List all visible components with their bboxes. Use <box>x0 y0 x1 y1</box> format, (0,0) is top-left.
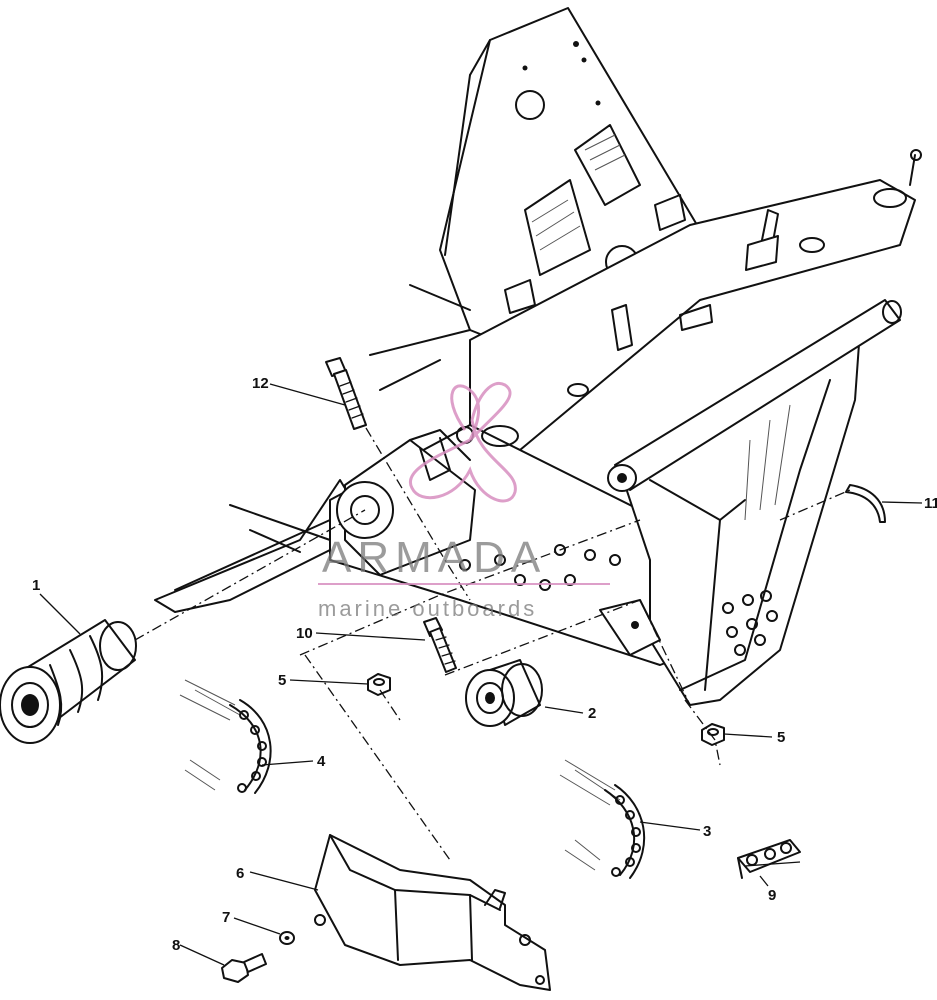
part-6-guard-plate <box>314 834 551 991</box>
callout-7: 7 <box>222 909 230 926</box>
callout-9: 9 <box>768 887 776 904</box>
part-12-bolt <box>325 357 367 430</box>
callout-5-left: 5 <box>278 672 286 689</box>
part-8-hex-bolt <box>221 953 267 983</box>
callout-6: 6 <box>236 865 244 882</box>
watermark: ARMADA marine outboards <box>318 381 610 621</box>
callout-5-right: 5 <box>777 729 785 746</box>
part-9-connector-clip <box>737 839 801 879</box>
callout-8: 8 <box>172 937 180 954</box>
part-2-bushing <box>465 659 543 727</box>
part-7-washer <box>279 931 295 945</box>
callout-2: 2 <box>588 705 596 722</box>
leader-lines <box>39 383 923 966</box>
callout-11: 11 <box>924 495 937 512</box>
callout-1: 1 <box>32 577 40 594</box>
callout-3: 3 <box>703 823 711 840</box>
callout-10: 10 <box>296 625 313 642</box>
part-5-nut-left <box>367 673 391 696</box>
part-10-bolt <box>423 617 457 673</box>
part-5-nut-right <box>701 723 725 746</box>
callout-labels: 1 2 3 4 5 5 6 7 8 9 10 11 12 <box>32 375 937 954</box>
part-11-shim <box>845 484 886 523</box>
watermark-name: ARMADA <box>322 533 546 582</box>
part-4-track-clips <box>179 679 272 794</box>
part-3-track-clips <box>559 759 646 879</box>
watermark-tagline: marine outboards <box>318 596 537 621</box>
callout-4: 4 <box>317 753 326 770</box>
callout-12: 12 <box>252 375 269 392</box>
center-lines <box>134 427 851 861</box>
watermark-logo-mark <box>408 381 517 503</box>
chassis-frame <box>154 7 922 706</box>
part-1-damper <box>0 619 137 744</box>
